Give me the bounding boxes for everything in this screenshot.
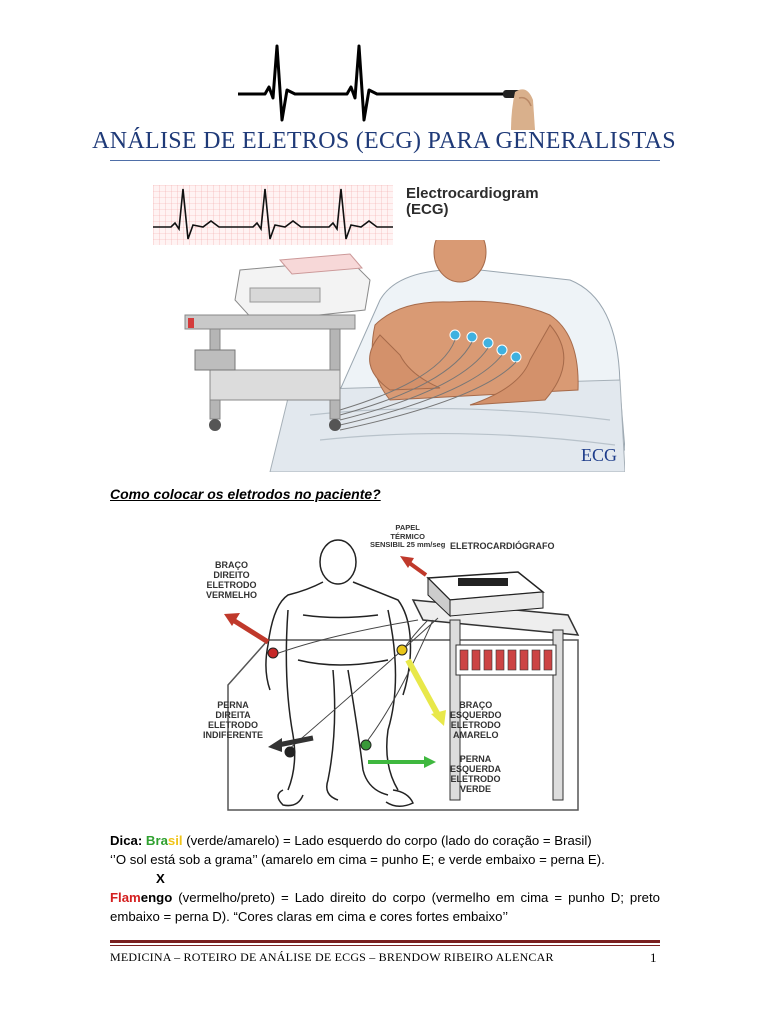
electrode-placement-diagram: PAPEL TÉRMICO SENSIBIL 25 mm/seg ELETROC… xyxy=(188,520,606,812)
tip-brasil-line: Dica: Brasil (verde/amarelo) = Lado esqu… xyxy=(110,831,660,850)
patient-outline xyxy=(265,539,414,807)
page-number: 1 xyxy=(650,950,657,965)
ecg-label-line2: (ECG) xyxy=(406,201,449,218)
section-heading: Como colocar os eletrodos no paciente? xyxy=(110,486,381,502)
label-electrocardiograph: ELETROCARDIÓGRAFO xyxy=(450,541,555,551)
tip-label: Dica: xyxy=(110,833,146,848)
patient-scene xyxy=(184,240,625,472)
left-arm-electrode-icon xyxy=(396,644,408,656)
tip-sol-line: ‘’O sol está sob a grama’’ (amarelo em c… xyxy=(110,852,605,867)
ecg-patient-illustration: Electrocardiogram (ECG) xyxy=(150,180,625,472)
versus-mark: X xyxy=(156,871,165,886)
tip-flamengo-text: (vermelho/preto) = Lado direito do corpo… xyxy=(110,890,660,924)
label-right-arm: BRAÇO DIREITO ELETRODO VERMELHO xyxy=(206,560,258,600)
left-leg-arrow-icon xyxy=(368,756,436,768)
ecg-figure-label: Electrocardiogram (ECG) xyxy=(406,186,539,218)
footer-divider xyxy=(110,940,660,946)
tip-brasil-text: (verde/amarelo) = Lado esquerdo do corpo… xyxy=(182,833,592,848)
ecg-corner-label: ECG xyxy=(581,445,617,465)
header-ecg-trace-illustration xyxy=(238,44,535,130)
electrocardiograph-icon xyxy=(426,571,545,618)
left-arm-arrow-icon xyxy=(405,658,446,726)
footer-text: MEDICINA – ROTEIRO DE ANÁLISE DE ECGS – … xyxy=(110,950,554,964)
right-leg-electrode-icon xyxy=(284,746,296,758)
brasil-yellow-part: sil xyxy=(167,833,183,848)
page-title: ANÁLISE DE ELETROS (ECG) PARA GENERALIST… xyxy=(92,128,676,154)
tips-block: Dica: Brasil (verde/amarelo) = Lado esqu… xyxy=(110,831,660,926)
right-arm-arrow-icon xyxy=(224,613,270,645)
ecg-machine-icon xyxy=(184,253,371,431)
ecg-label-line1: Electrocardiogram xyxy=(406,185,539,202)
electrode-diagram-drawing xyxy=(224,539,580,811)
label-right-leg: PERNA DIREITA ELETRODO INDIFERENTE xyxy=(203,700,264,740)
paper-arrow-icon xyxy=(400,556,428,577)
label-paper: PAPEL TÉRMICO SENSIBIL 25 mm/seg xyxy=(370,523,446,549)
right-leg-arrow-icon xyxy=(268,735,314,752)
tip-flamengo-line: Flamengo (vermelho/preto) = Lado direito… xyxy=(110,888,660,926)
right-arm-electrode-icon xyxy=(267,647,279,659)
flamengo-black-part: engo xyxy=(140,890,173,905)
flamengo-red-part: Flam xyxy=(110,890,141,905)
brasil-green-part: Bra xyxy=(145,833,168,848)
ecg-strip-graphic xyxy=(153,185,393,245)
pen-hand-icon xyxy=(503,89,535,130)
left-leg-electrode-icon xyxy=(360,739,372,751)
label-left-leg: PERNA ESQUERDA ELETRODO VERDE xyxy=(450,754,502,794)
label-left-arm: BRAÇO ESQUERDO ELETRODO AMARELO xyxy=(450,700,502,740)
title-divider xyxy=(110,160,660,161)
